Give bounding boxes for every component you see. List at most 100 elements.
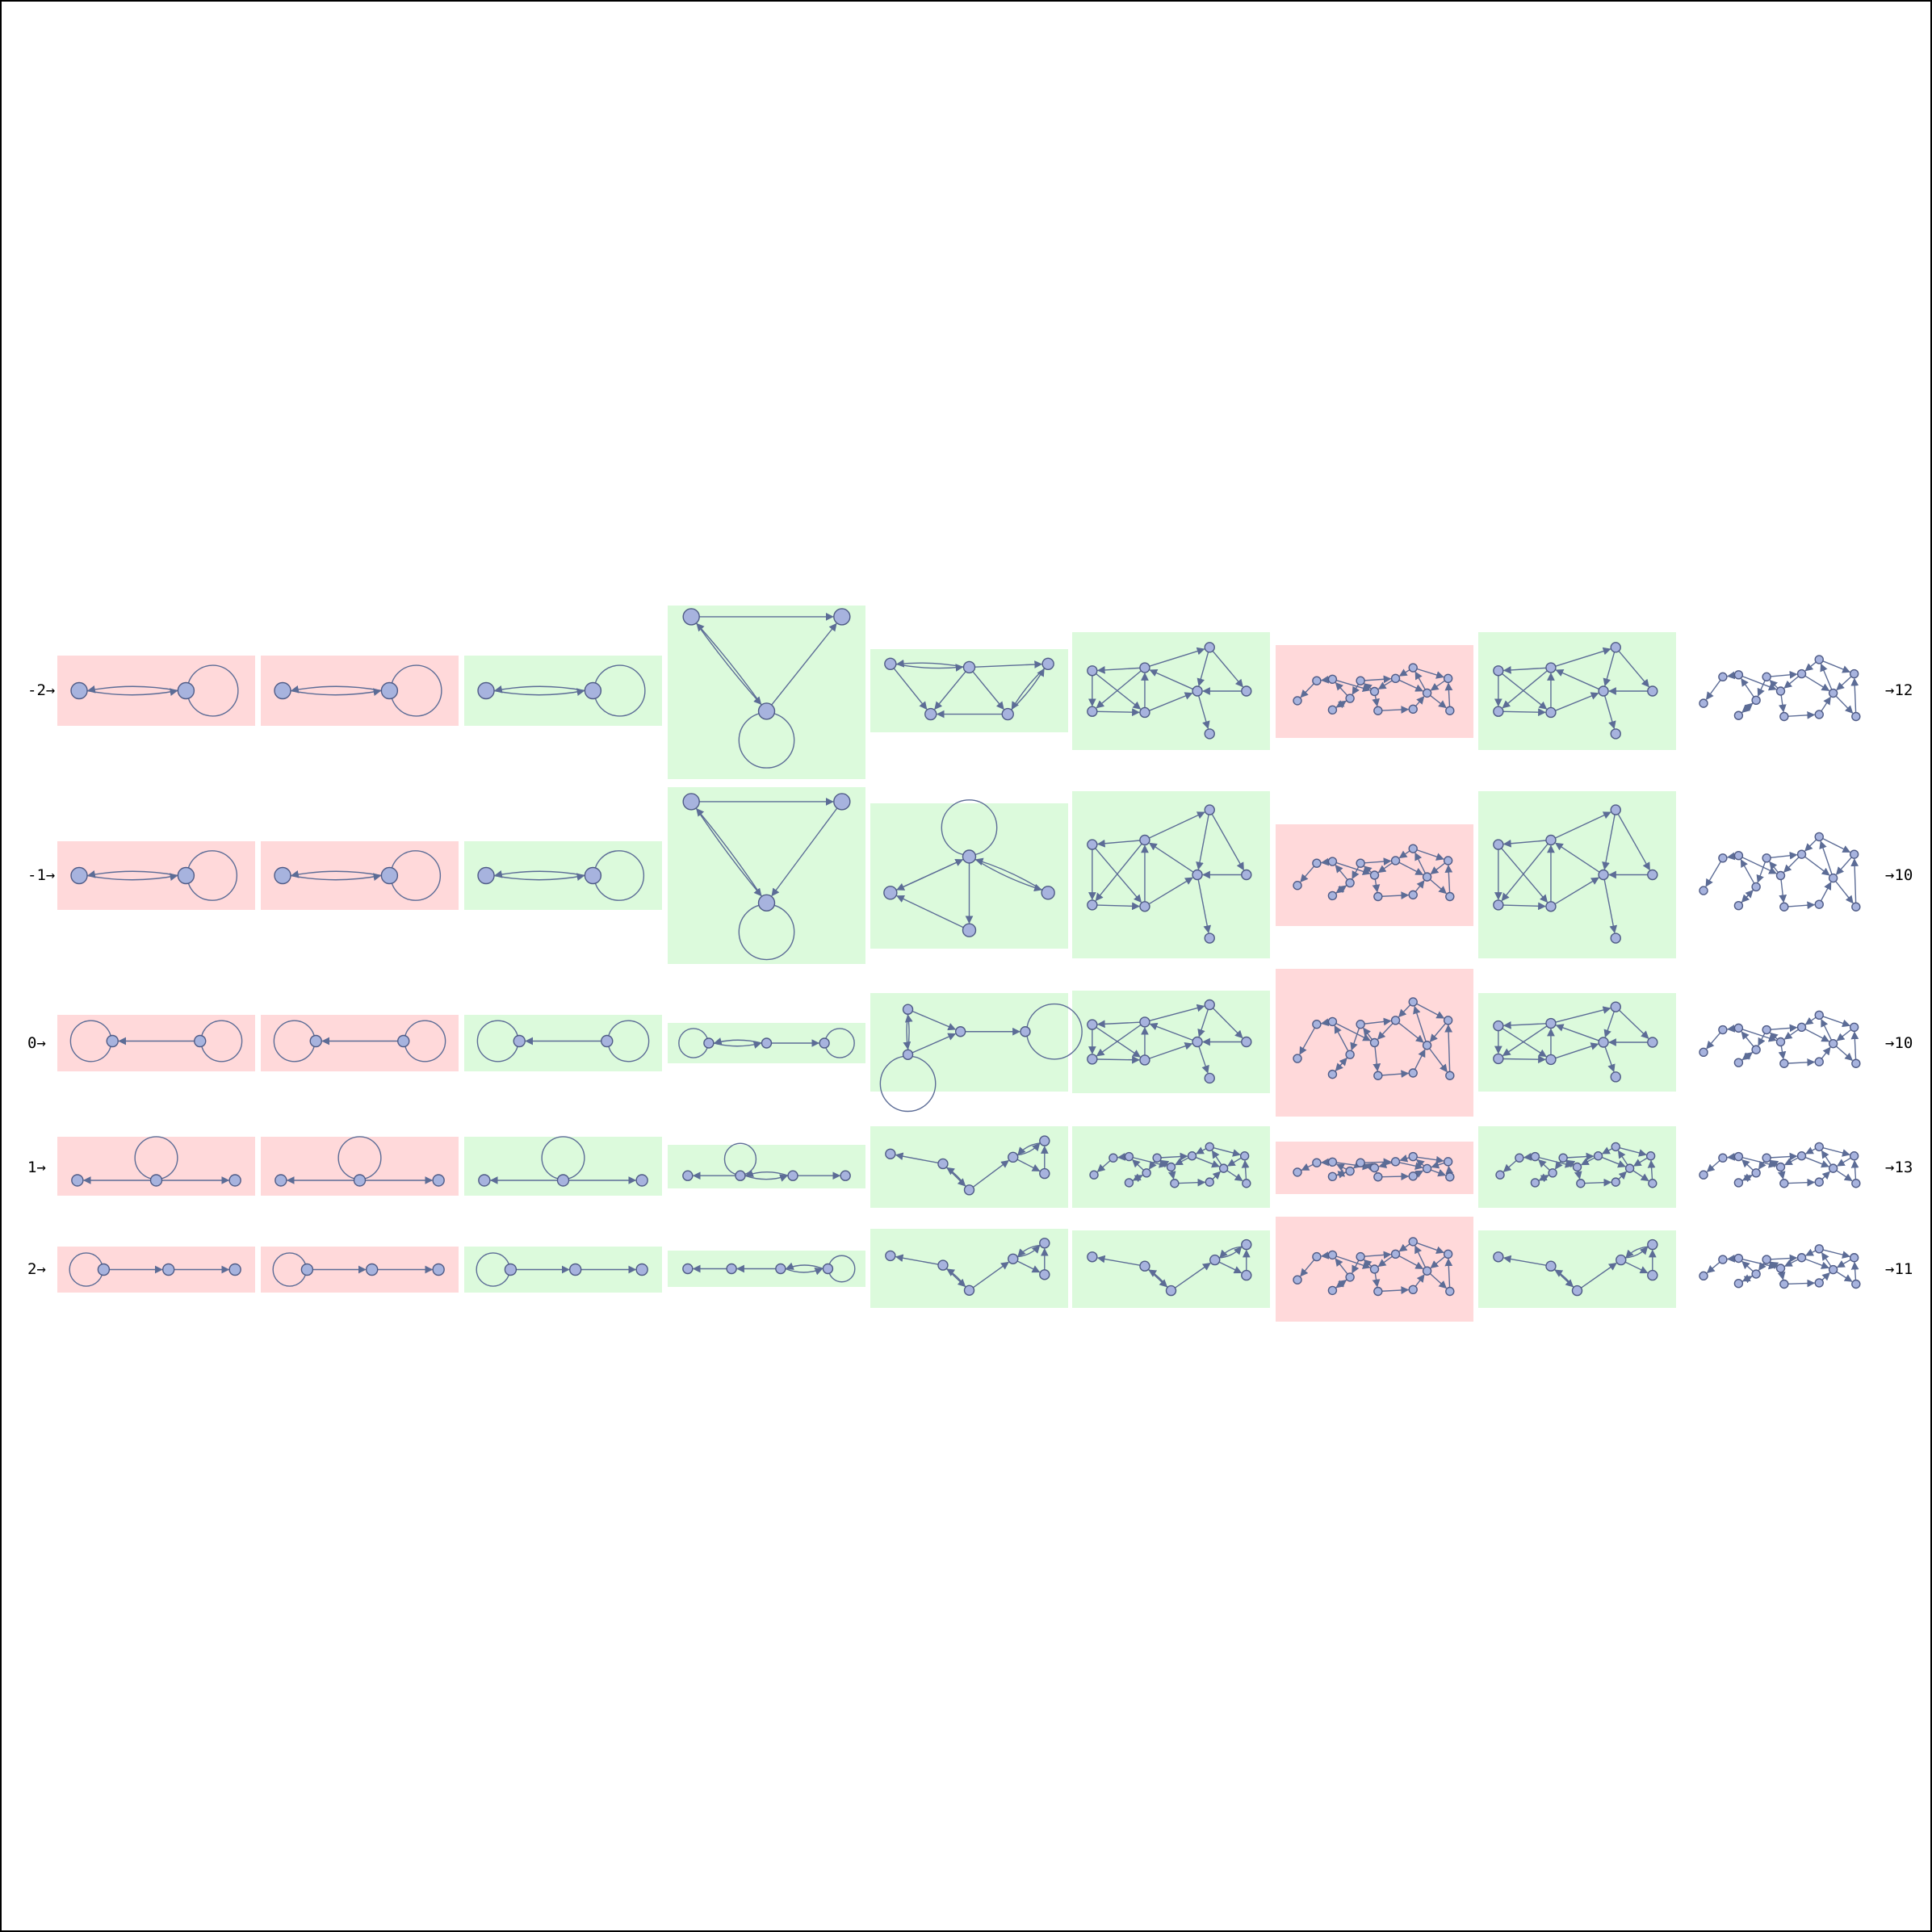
graph-edge (1625, 1246, 1649, 1259)
graph-edge (1444, 864, 1453, 893)
graph-node (1373, 891, 1383, 902)
row-label-right-2: →10 (1885, 1034, 1913, 1052)
graph-panel-r2-c1 (261, 1015, 459, 1071)
graph-node (353, 1174, 367, 1187)
graph-node (1515, 1153, 1524, 1163)
graph-edge (1502, 1055, 1546, 1064)
graph-node (228, 1263, 241, 1276)
graph-node (478, 1174, 491, 1187)
graph-node (1814, 1057, 1824, 1067)
graph-node (1239, 1151, 1250, 1161)
row-label-right-1: →10 (1885, 866, 1913, 884)
graph-edge (1502, 708, 1546, 717)
graph-node (1041, 657, 1054, 670)
graph-edge (1555, 668, 1599, 690)
graph-node (1124, 1151, 1134, 1162)
graph-node (1751, 1045, 1761, 1054)
graph-node (963, 1184, 975, 1196)
graph-node (726, 1263, 737, 1275)
graph-node (274, 866, 291, 885)
graph-node (884, 657, 897, 670)
graph-edge (1804, 1016, 1817, 1025)
graph-node (568, 1263, 582, 1276)
graph-edge (1822, 1146, 1850, 1157)
graph-edge (1373, 1046, 1381, 1072)
graph-node (1751, 695, 1761, 706)
graph-edge (1335, 864, 1348, 881)
graph-node (1408, 997, 1418, 1007)
graph-node (71, 1174, 84, 1187)
graph-edge (1212, 1171, 1222, 1180)
graph-edge (1398, 1255, 1424, 1269)
graph-edge (1741, 675, 1777, 691)
graph-node (477, 681, 495, 700)
graph-edge (1741, 1159, 1754, 1171)
graph-node (1779, 711, 1789, 722)
graph-node (1327, 1069, 1338, 1079)
graph-node (833, 793, 851, 811)
graph-edge (1821, 1150, 1832, 1166)
graph-node (1373, 1071, 1383, 1080)
graph-edge (896, 895, 964, 928)
graph-edge (1398, 861, 1424, 875)
graph-edge (1804, 1258, 1829, 1269)
graph-node (1373, 1286, 1383, 1297)
graph-node (1733, 850, 1744, 861)
graph-edge (1836, 676, 1852, 691)
graph-edge (1624, 1261, 1649, 1274)
graph-edge (1430, 1255, 1446, 1269)
graph-node (1408, 663, 1418, 673)
graph-edge (1617, 813, 1650, 871)
graph-node (432, 1174, 445, 1187)
graph-edge (1603, 879, 1618, 934)
graph-edge (1835, 857, 1852, 875)
graph-node (1139, 1054, 1150, 1066)
graph-edge (1430, 694, 1447, 709)
graph-edge (1414, 1170, 1424, 1178)
graph-edge (1617, 1150, 1628, 1166)
graph-edge (1096, 839, 1141, 848)
graph-edge (1603, 1011, 1615, 1038)
graph-edge (1398, 1004, 1411, 1018)
graph-edge (1213, 1146, 1241, 1157)
graph-edge (1219, 1246, 1243, 1259)
graph-panel-r3-c0 (57, 1137, 255, 1196)
graph-edge (1850, 858, 1859, 903)
graph-edge (1574, 1171, 1582, 1180)
graph-node (1610, 1001, 1621, 1012)
graph-edge (1502, 670, 1548, 709)
graph-edge (1148, 877, 1193, 905)
graph-edge (1705, 861, 1721, 887)
graph-edge (1741, 889, 1754, 903)
graph-node (787, 1170, 798, 1181)
graph-node (682, 608, 700, 626)
graph-node (1775, 1162, 1786, 1172)
graph-edge (1335, 861, 1371, 876)
graph-edge (1822, 838, 1851, 853)
graph-edge (1218, 1261, 1243, 1274)
graph-node (1422, 688, 1432, 698)
graph-node (761, 1037, 773, 1049)
graph-node (1209, 1254, 1221, 1266)
graph-edge (1096, 673, 1142, 710)
graph-node (1733, 1253, 1744, 1264)
graph-node (1733, 710, 1744, 720)
graph-node (840, 1170, 851, 1181)
graph-edge (1398, 1243, 1410, 1252)
graph-edge (1835, 881, 1854, 904)
graph-panel-r3-c3 (668, 1145, 865, 1188)
graph-node (1356, 676, 1365, 685)
graph-node (757, 702, 776, 720)
graph-node (1327, 674, 1338, 684)
graph-edge (1300, 1259, 1315, 1277)
graph-node (1571, 1285, 1583, 1297)
graph-edge (1523, 1153, 1532, 1161)
graph-edge (1822, 660, 1850, 673)
graph-edge (1414, 1274, 1425, 1287)
graph-node (1610, 1071, 1621, 1083)
graph-edge (1364, 1017, 1392, 1026)
graph-node (432, 1263, 445, 1276)
graph-edge (1836, 1259, 1851, 1268)
graph-node (1293, 1054, 1302, 1063)
